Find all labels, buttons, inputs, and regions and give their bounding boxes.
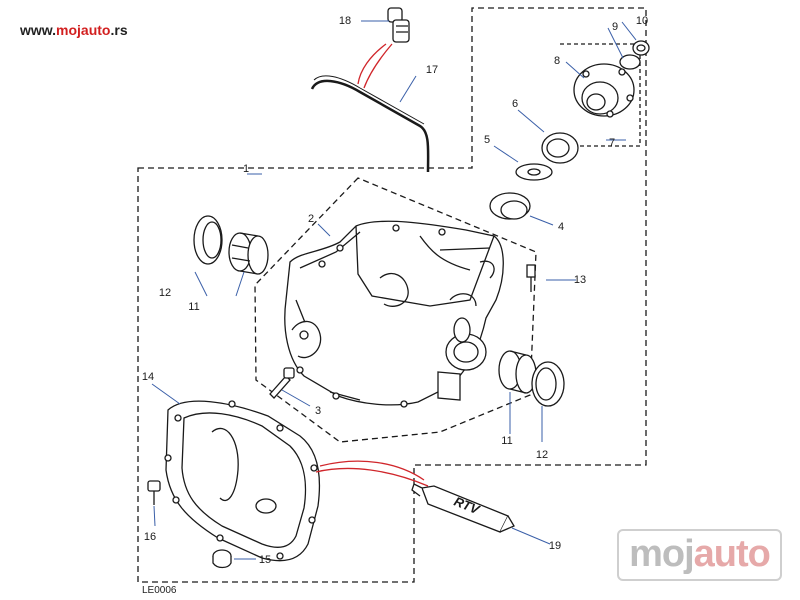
callout-18: 18 <box>339 15 351 27</box>
callout-3: 3 <box>315 405 321 417</box>
side-bearing-left <box>228 232 269 275</box>
callout-17: 17 <box>426 64 438 76</box>
callout-1: 1 <box>243 163 249 175</box>
assembly-1-boundary <box>137 7 647 583</box>
callout-7: 7 <box>609 137 615 149</box>
side-bearing-right <box>498 350 537 394</box>
callout-12: 12 <box>159 287 171 299</box>
pinion-washer <box>619 54 641 70</box>
callout-11: 11 <box>188 301 199 313</box>
cover-bolt <box>147 480 161 505</box>
callout-13: 13 <box>574 274 586 286</box>
breather-red-leader-a <box>357 43 387 85</box>
breather-red-leader-b <box>363 43 393 89</box>
diff-cover <box>164 400 321 562</box>
callout-19: 19 <box>549 540 561 552</box>
callout-9: 9 <box>612 21 618 33</box>
filler-plug <box>212 549 232 569</box>
callout-12: 12 <box>536 449 548 461</box>
callout-2: 2 <box>308 213 314 225</box>
pinion-bearing <box>489 192 531 220</box>
side-oil-seal-left <box>193 215 223 265</box>
rtv-sealant-tube <box>411 483 515 533</box>
breather-tube <box>310 79 430 173</box>
sealant-red-leader-a <box>315 467 429 487</box>
side-oil-seal-right <box>531 361 565 407</box>
callout-14: 14 <box>142 371 154 383</box>
site-url-suffix: .rs <box>110 22 128 38</box>
sealant-red-leader-b <box>319 460 425 481</box>
callout-10: 10 <box>636 15 648 27</box>
pinion-oil-seal <box>541 132 579 164</box>
watermark-logo: mojauto <box>617 529 782 581</box>
watermark-part1: moj <box>629 533 695 575</box>
callout-15: 15 <box>259 554 271 566</box>
callout-6: 6 <box>512 98 518 110</box>
site-url-brand: mojauto <box>56 22 111 38</box>
watermark-part2: auto <box>693 533 771 575</box>
pinion-nut <box>632 40 650 56</box>
site-url[interactable]: www.mojauto.rs <box>20 22 128 38</box>
callout-5: 5 <box>484 134 490 146</box>
breather-stud <box>526 264 536 292</box>
site-url-prefix: www. <box>20 22 57 38</box>
callout-11: 11 <box>501 435 512 447</box>
callout-8: 8 <box>554 55 560 67</box>
pinion-flange <box>573 63 635 118</box>
breather-fitting <box>387 7 410 43</box>
callout-16: 16 <box>144 531 156 543</box>
callout-4: 4 <box>558 221 564 233</box>
pinion-spacer <box>515 163 553 181</box>
drawing-code: LE0006 <box>142 585 177 596</box>
axle-housing <box>284 220 504 408</box>
housing-bolt <box>269 367 295 399</box>
